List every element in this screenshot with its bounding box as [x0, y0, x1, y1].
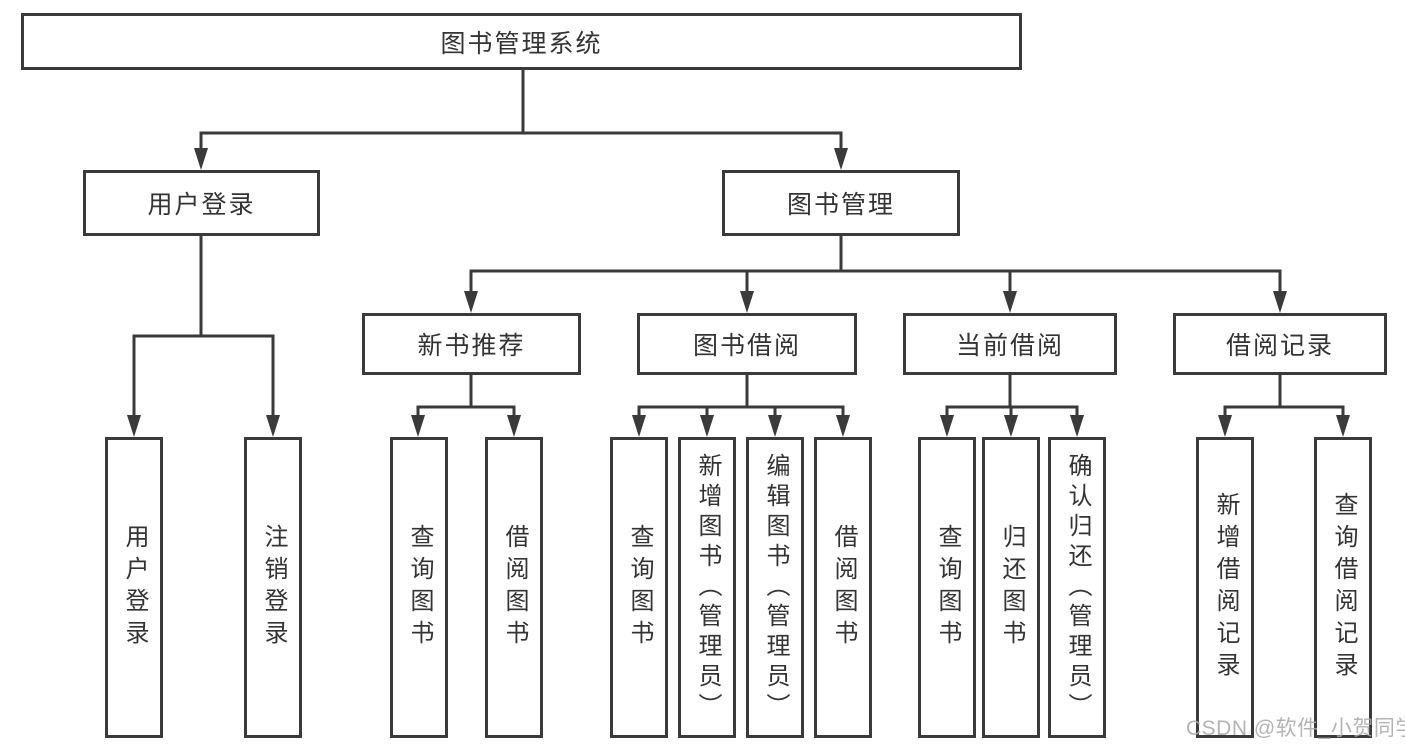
arrowhead-leaf-query-record [1336, 415, 1350, 437]
node-current-borrow-label: 当前借阅 [955, 332, 1064, 360]
arrowhead-user-login [194, 148, 208, 170]
leaf-query-books-borrow: 查询图书 [610, 437, 668, 738]
leaf-confirm-return-admin-label: 确认归还（管理员） [1064, 452, 1091, 723]
node-new-book-recommend-label: 新书推荐 [417, 332, 526, 360]
arrowhead-leaf-query-books-2 [632, 415, 646, 437]
arrowhead-leaf-query-books-1 [411, 415, 425, 437]
arrowhead-book-management [834, 148, 848, 170]
leaf-edit-books-admin-label: 编辑图书（管理员） [762, 452, 789, 723]
node-book-management-label: 图书管理 [786, 191, 895, 219]
leaf-logout: 注销登录 [244, 437, 302, 738]
leaf-query-books-current-label: 查询图书 [934, 523, 961, 652]
node-new-book-recommend: 新书推荐 [362, 313, 581, 375]
csdn-watermark: CSDN @软件_小贺同学 [1186, 717, 1405, 740]
node-book-borrow-label: 图书借阅 [692, 332, 801, 360]
arrowhead-leaf-borrow-books-2 [836, 415, 850, 437]
leaf-borrow-books-recommend-label: 借阅图书 [501, 523, 528, 652]
arrowhead-current-borrow [1003, 291, 1017, 313]
leaf-borrow-books-borrow-label: 借阅图书 [830, 523, 857, 652]
leaf-edit-books-admin: 编辑图书（管理员） [746, 437, 804, 738]
node-book-borrow: 图书借阅 [637, 313, 857, 375]
leaf-query-borrow-record: 查询借阅记录 [1314, 437, 1372, 738]
leaf-confirm-return-admin: 确认归还（管理员） [1048, 437, 1106, 738]
leaf-add-books-admin: 新增图书（管理员） [678, 437, 736, 738]
leaf-query-books-recommend: 查询图书 [390, 437, 448, 738]
leaf-user-login-label: 用户登录 [121, 523, 148, 652]
leaf-return-books: 归还图书 [982, 437, 1040, 738]
arrowhead-book-borrow [740, 291, 754, 313]
leaf-query-books-borrow-label: 查询图书 [626, 523, 653, 652]
leaf-logout-label: 注销登录 [260, 523, 287, 652]
node-book-management: 图书管理 [722, 170, 960, 236]
node-borrow-records: 借阅记录 [1173, 313, 1387, 375]
arrowhead-leaf-query-books-3 [940, 415, 954, 437]
arrowhead-leaf-confirm-return [1070, 415, 1084, 437]
node-user-login-label: 用户登录 [147, 191, 256, 219]
arrowhead-leaf-borrow-books-1 [507, 415, 521, 437]
arrowhead-new-book-recommend [464, 291, 478, 313]
leaf-user-login: 用户登录 [105, 437, 163, 738]
arrowhead-leaf-edit-books [768, 415, 782, 437]
leaf-add-borrow-record: 新增借阅记录 [1196, 437, 1254, 738]
leaf-return-books-label: 归还图书 [998, 523, 1025, 652]
arrowhead-leaf-add-record [1218, 415, 1232, 437]
leaf-query-borrow-record-label: 查询借阅记录 [1330, 491, 1357, 684]
arrowhead-leaf-add-books [700, 415, 714, 437]
arrowhead-leaf-return-books [1004, 415, 1018, 437]
leaf-borrow-books-borrow: 借阅图书 [814, 437, 872, 738]
leaf-add-borrow-record-label: 新增借阅记录 [1212, 491, 1239, 684]
leaf-query-books-recommend-label: 查询图书 [406, 523, 433, 652]
arrowhead-borrow-records [1273, 291, 1287, 313]
node-root-label: 图书管理系统 [440, 29, 603, 58]
node-borrow-records-label: 借阅记录 [1225, 332, 1334, 360]
leaf-add-books-admin-label: 新增图书（管理员） [694, 452, 721, 723]
node-root: 图书管理系统 [21, 13, 1022, 70]
node-current-borrow: 当前借阅 [903, 313, 1117, 375]
arrowhead-leaf-logout [266, 415, 280, 437]
leaf-query-books-current: 查询图书 [918, 437, 976, 738]
arrowhead-leaf-user-login [127, 415, 141, 437]
leaf-borrow-books-recommend: 借阅图书 [485, 437, 543, 738]
node-user-login: 用户登录 [83, 170, 320, 236]
